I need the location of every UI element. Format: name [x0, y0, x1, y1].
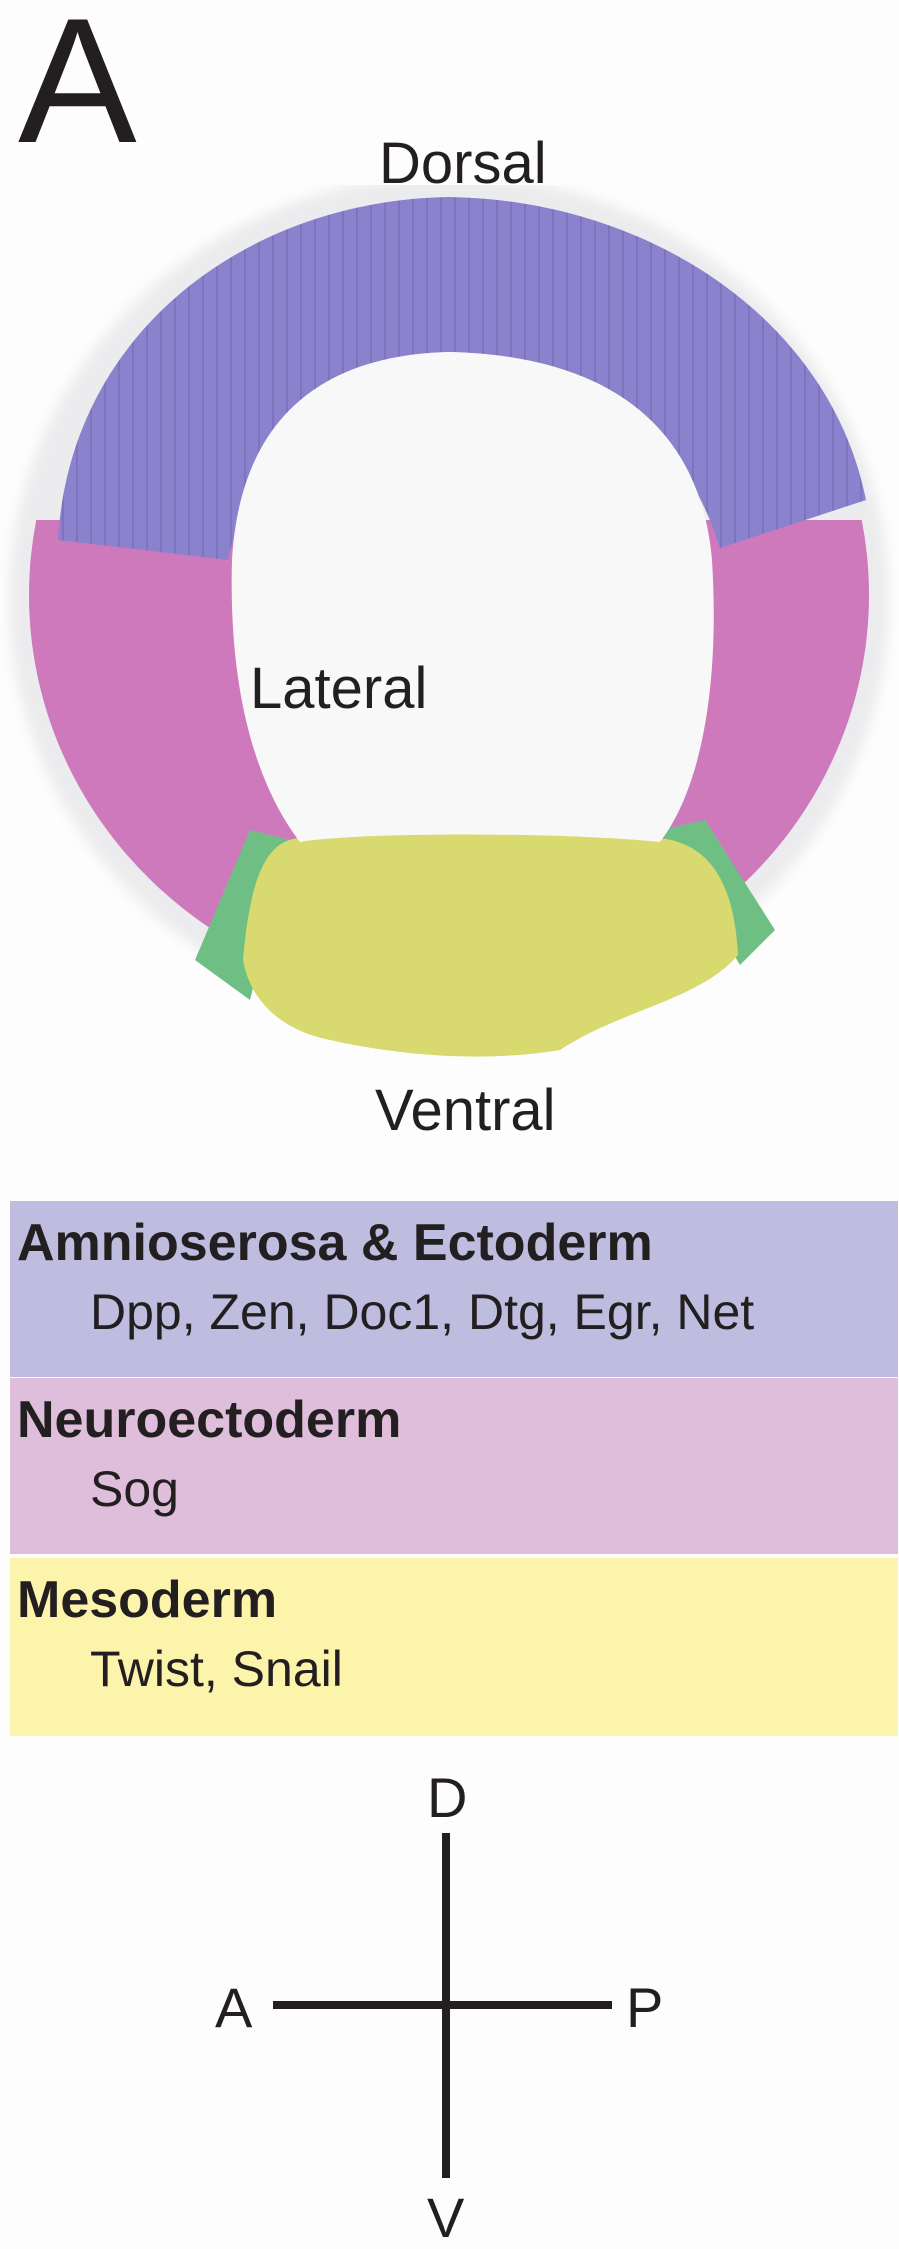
yolk-interior: [232, 352, 714, 842]
legend-genes: Dpp, Zen, Doc1, Dtg, Egr, Net: [90, 1287, 754, 1337]
panel-letter: A: [18, 0, 137, 170]
mesoderm-region: [243, 832, 738, 1057]
axis-label-anterior: A: [215, 1980, 252, 2036]
legend-genes: Sog: [90, 1464, 179, 1514]
legend-title: Mesoderm: [17, 1574, 277, 1626]
ventral-label: Ventral: [375, 1082, 556, 1140]
legend-title: Neuroectoderm: [17, 1394, 401, 1446]
lateral-label: Lateral: [250, 660, 427, 718]
embryo-cross-section: [0, 185, 899, 1085]
legend-mesoderm: Mesoderm Twist, Snail: [10, 1558, 898, 1736]
legend-neuroectoderm: Neuroectoderm Sog: [10, 1378, 898, 1554]
axis-label-dorsal: D: [427, 1770, 467, 1826]
legend-genes: Twist, Snail: [90, 1644, 343, 1694]
legend-title: Amnioserosa & Ectoderm: [17, 1217, 653, 1269]
axis-label-posterior: P: [626, 1980, 663, 2036]
legend-amnioserosa-ectoderm: Amnioserosa & Ectoderm Dpp, Zen, Doc1, D…: [10, 1201, 898, 1377]
axis-label-ventral: V: [427, 2190, 464, 2246]
